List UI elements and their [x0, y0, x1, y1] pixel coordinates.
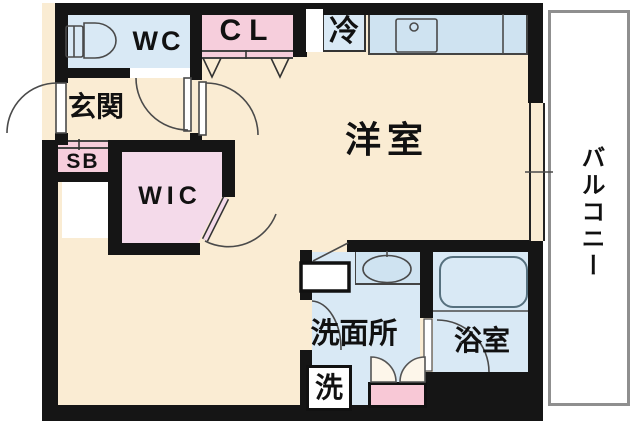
wc-door-arc — [135, 77, 192, 132]
wall — [293, 3, 307, 57]
wic-door-arc — [201, 196, 277, 248]
laundry-label: 洗 — [314, 372, 343, 403]
wall — [55, 133, 68, 145]
wall — [108, 243, 200, 255]
toilet-icon — [65, 22, 117, 59]
balcony — [548, 10, 630, 406]
wall — [55, 3, 68, 83]
wall — [528, 241, 543, 407]
bathtub-icon — [433, 256, 528, 312]
wall — [62, 68, 130, 78]
shoe-box-label: SB — [66, 149, 100, 173]
washroom-label: 洗面所 — [310, 317, 398, 350]
wall — [55, 172, 108, 182]
wall — [420, 252, 433, 318]
pipe-void — [62, 182, 108, 238]
wall — [190, 3, 202, 80]
western-room-label: 洋室 — [344, 119, 429, 160]
closet-hanger-icon — [78, 50, 290, 150]
wall — [347, 240, 543, 252]
wall — [108, 140, 235, 152]
utility-door-petals — [370, 356, 426, 383]
wc-label: WC — [132, 25, 184, 56]
wall — [528, 3, 543, 103]
laundry-space — [306, 365, 352, 411]
washroom-door-arc — [299, 242, 351, 351]
room-bathroom — [433, 252, 528, 372]
room-wic — [122, 152, 222, 243]
cl-hanger-rail — [202, 50, 293, 59]
washbasin-icon — [362, 251, 412, 284]
wall — [222, 140, 235, 197]
shoe-box — [58, 149, 108, 174]
entrance-label: 玄関 — [67, 91, 124, 122]
hall-door-arc — [198, 81, 259, 136]
utility-door — [368, 382, 427, 408]
room-cl — [202, 13, 293, 50]
refrigerator-label: 冷 — [329, 14, 359, 48]
top-window-gap — [306, 9, 323, 52]
kitchen-sink-icon — [395, 14, 504, 54]
wall — [42, 140, 58, 408]
bathroom-label: 浴室 — [453, 325, 510, 356]
vanity-counter — [355, 252, 420, 285]
sb-rail — [58, 140, 108, 149]
refrigerator-space — [322, 11, 366, 52]
balcony-label: バルコニー — [577, 144, 604, 280]
wic-label: WIC — [138, 181, 202, 210]
entrance-door-arc — [6, 82, 67, 134]
bathroom-door-arc — [423, 318, 490, 373]
wc-threshold — [130, 68, 192, 78]
cl-label: CL — [219, 14, 276, 47]
wall — [42, 405, 543, 421]
wall — [108, 140, 122, 253]
wall — [420, 372, 543, 420]
